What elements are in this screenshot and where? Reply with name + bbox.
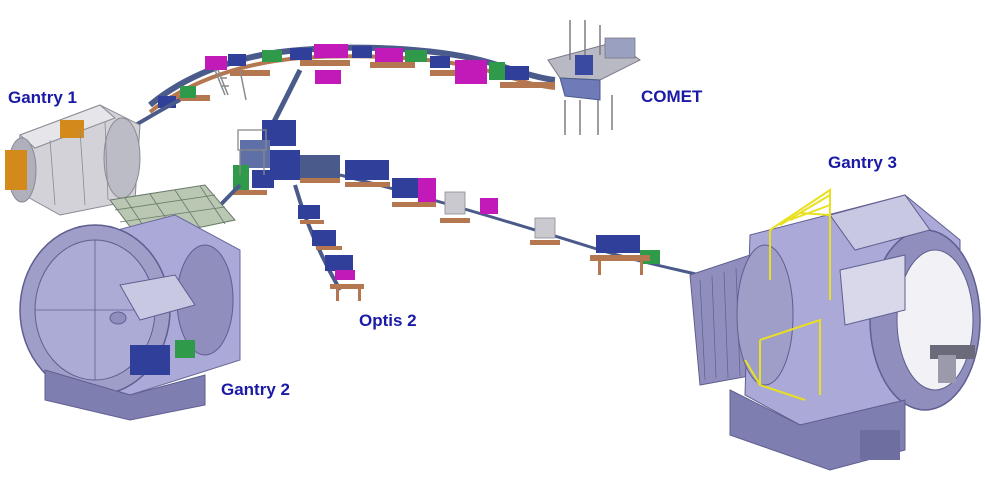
- gantry2-structure: [19, 183, 242, 421]
- label-comet: COMET: [641, 87, 703, 106]
- comet-structure: [547, 20, 641, 135]
- label-optis-2: Optis 2: [359, 311, 417, 330]
- central-switchyard: [232, 68, 340, 195]
- gantry3-structure: [689, 188, 981, 471]
- gantry3-beamline: [339, 160, 701, 277]
- gantry1-structure: [5, 98, 181, 216]
- label-gantry-1: Gantry 1: [8, 88, 77, 107]
- label-gantry-2: Gantry 2: [221, 380, 290, 399]
- optis2-beamline: [293, 184, 364, 301]
- main-beamline-arc: [148, 44, 556, 114]
- label-gantry-3: Gantry 3: [828, 153, 897, 172]
